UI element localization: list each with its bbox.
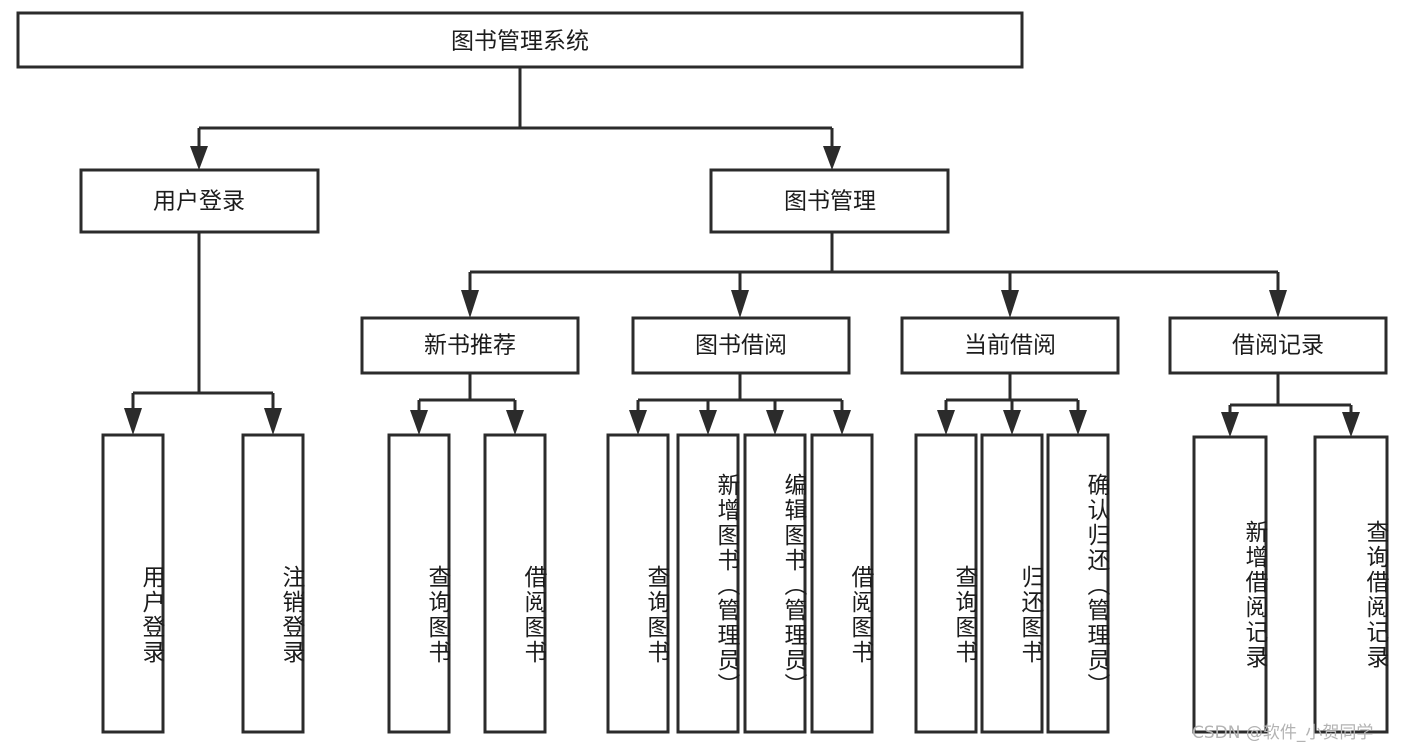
arrow-head-leaf-edit-book <box>766 410 784 435</box>
arrow-head-leaf-user-login <box>124 408 142 435</box>
connector-layer <box>124 67 1360 437</box>
node-label-book-borrow: 图书借阅 <box>695 333 787 359</box>
node-label-borrow-record: 借阅记录 <box>1232 333 1324 359</box>
node-box-leaf-logout-login[interactable] <box>241 433 305 734</box>
node-label-user-login: 用户登录 <box>153 189 245 215</box>
arrow-head-leaf-query-record <box>1342 412 1360 437</box>
arrow-head-current-borrow <box>1001 290 1019 318</box>
arrow-head-leaf-confirm-return <box>1069 410 1087 435</box>
node-box-leaf-borrow-book[interactable] <box>810 433 874 734</box>
watermark-label: CSDN @软件_小贺同学 <box>1192 723 1374 743</box>
node-layer <box>16 11 1389 734</box>
arrow-head-leaf-add-record <box>1221 412 1239 437</box>
node-box-leaf-query-record[interactable] <box>1313 435 1389 734</box>
node-box-new-book-rec[interactable] <box>360 316 580 375</box>
node-box-current-borrow[interactable] <box>900 316 1120 375</box>
arrow-head-user-login <box>190 146 208 170</box>
node-box-leaf-return-book[interactable] <box>980 433 1044 734</box>
arrow-head-leaf-query-book-borrow <box>629 410 647 435</box>
node-label-current-borrow: 当前借阅 <box>964 333 1056 359</box>
arrow-head-leaf-query-book-rec <box>410 410 428 435</box>
node-box-leaf-edit-book[interactable] <box>743 433 807 734</box>
node-box-leaf-query-book-borrow[interactable] <box>606 433 670 734</box>
horizontal-label-layer: 图书管理系统 用户登录 图书管理 新书推荐 图书借阅 当前借阅 借阅记录 <box>153 29 1324 359</box>
node-label-book-manage: 图书管理 <box>784 189 876 215</box>
node-box-book-borrow[interactable] <box>631 316 851 375</box>
node-box-book-manage[interactable] <box>709 168 950 234</box>
arrow-head-book-manage <box>823 146 841 170</box>
arrow-head-leaf-return-book <box>1003 410 1021 435</box>
arrow-head-leaf-logout-login <box>264 408 282 435</box>
arrow-head-leaf-add-book <box>699 410 717 435</box>
arrow-head-new-book-rec <box>461 290 479 318</box>
node-box-leaf-query-book-rec[interactable] <box>387 433 451 734</box>
node-box-leaf-borrow-book-rec[interactable] <box>483 433 547 734</box>
node-box-leaf-add-book[interactable] <box>676 433 740 734</box>
node-box-user-login[interactable] <box>79 168 320 234</box>
node-box-leaf-user-login[interactable] <box>101 433 165 734</box>
arrow-head-book-borrow <box>731 290 749 318</box>
node-box-borrow-record[interactable] <box>1168 316 1388 375</box>
arrow-head-borrow-record <box>1269 290 1287 318</box>
node-box-leaf-confirm-return[interactable] <box>1046 433 1110 734</box>
arrow-head-leaf-borrow-book-rec <box>506 410 524 435</box>
node-box-leaf-query-book-cur[interactable] <box>914 433 978 734</box>
node-label-new-book-rec: 新书推荐 <box>424 333 516 359</box>
node-label-root: 图书管理系统 <box>451 29 589 55</box>
arrow-head-leaf-borrow-book <box>833 410 851 435</box>
node-box-root[interactable] <box>16 11 1024 69</box>
arrow-head-leaf-query-book-cur <box>937 410 955 435</box>
node-box-leaf-add-record[interactable] <box>1192 435 1268 734</box>
